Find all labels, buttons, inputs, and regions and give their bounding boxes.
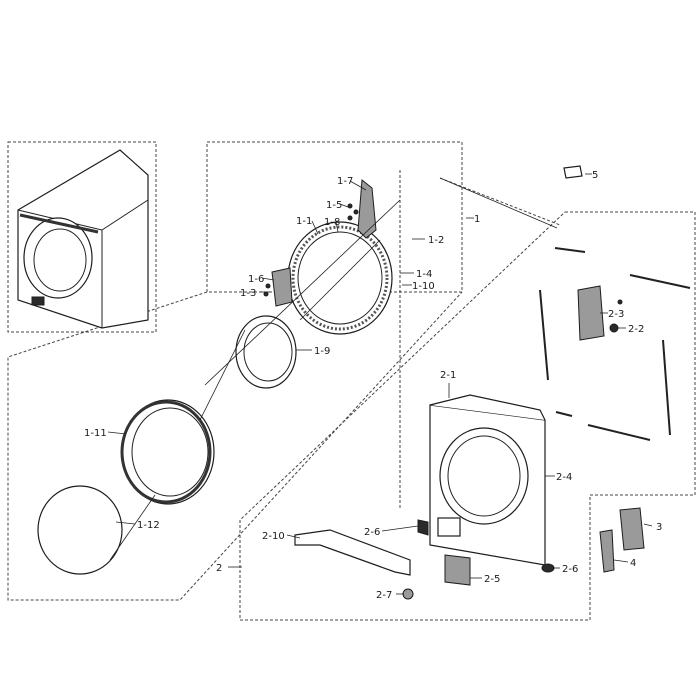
- callout-2: 2: [216, 563, 222, 574]
- callout-1-5: 1-5: [326, 200, 342, 211]
- callout-2-2: 2-2: [628, 324, 644, 335]
- callout-4: 4: [630, 558, 636, 569]
- callout-1-11: 1-11: [84, 428, 107, 439]
- clip-2-6-right: [541, 563, 555, 573]
- callout-1-1: 1-1: [296, 216, 312, 227]
- callout-2-6-right: 2-6: [562, 564, 578, 575]
- front-panel-2-4: [429, 394, 546, 566]
- screws-1-5: [347, 203, 359, 221]
- door-assembly-lower-boundary: [7, 291, 463, 601]
- callout-1-9: 1-9: [314, 346, 330, 357]
- inset-box: [7, 141, 157, 333]
- leader-lines: [107, 173, 653, 595]
- callout-2-1: 2-1: [440, 370, 456, 381]
- callout-2-5: 2-5: [484, 574, 500, 585]
- callout-1-7: 1-7: [337, 176, 353, 187]
- control-panel-strip: [539, 247, 691, 441]
- part-4: [599, 529, 615, 573]
- callout-2-6-left: 2-6: [364, 527, 380, 538]
- callout-2-7: 2-7: [376, 590, 392, 601]
- callout-1-6: 1-6: [248, 274, 264, 285]
- callout-1-12: 1-12: [137, 520, 160, 531]
- door-glass-1-12: [37, 485, 123, 575]
- bracket-2-3: [577, 285, 605, 341]
- latch-2-6-left: [417, 519, 429, 536]
- callout-5: 5: [592, 170, 598, 181]
- handle-1-6: [263, 267, 293, 307]
- callout-1-10: 1-10: [412, 281, 435, 292]
- callout-2-3: 2-3: [608, 309, 624, 320]
- part-3: [619, 507, 645, 551]
- callout-2-4: 2-4: [556, 472, 572, 483]
- door-frame-1-8: [287, 221, 393, 335]
- screw-2-7: [402, 588, 414, 600]
- hinge-1-7: [357, 179, 377, 239]
- glass-1-9: [235, 315, 297, 389]
- front-panel-boundary: [239, 211, 696, 621]
- washer-inset-illustration: [17, 149, 149, 329]
- callout-1-3: 1-3: [240, 288, 256, 299]
- callout-2-10: 2-10: [262, 531, 285, 542]
- callout-1-4: 1-4: [416, 269, 432, 280]
- callout-1-2: 1-2: [428, 235, 444, 246]
- callout-1-8: 1-8: [324, 217, 340, 228]
- callout-labels: 5 1 1-7 1-5 1-1 1-8 1-2 1-6 1-4 1-3 1-10…: [84, 170, 662, 601]
- assembly-guide-1: [439, 177, 561, 226]
- callout-1: 1: [474, 214, 480, 225]
- switch-2-5: [437, 517, 471, 586]
- kick-plate-2-10: [294, 529, 411, 576]
- callout-3: 3: [656, 522, 662, 533]
- door-axis-line: [199, 329, 246, 421]
- part-5: [563, 165, 583, 179]
- outer-ring-1-11: [120, 399, 215, 505]
